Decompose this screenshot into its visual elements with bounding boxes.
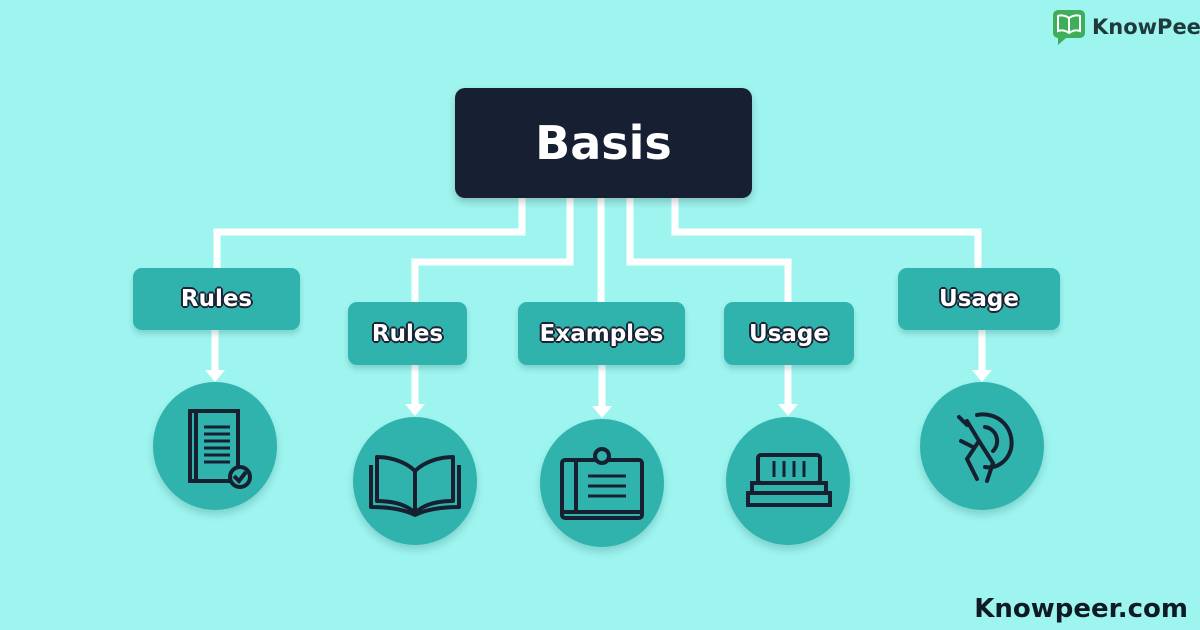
child-node-rules-2: Rules — [348, 302, 467, 365]
connector-2 — [411, 198, 574, 302]
arrowhead-5 — [972, 370, 992, 382]
icon-circle-1 — [153, 382, 277, 510]
open-book-icon — [369, 455, 461, 517]
connector-1 — [213, 198, 526, 268]
connector-4 — [626, 198, 792, 302]
clipboard-icon — [560, 447, 644, 520]
brand-name: KnowPeer — [1092, 15, 1200, 39]
arrowhead-3 — [592, 406, 612, 418]
stacked-books-icon — [746, 453, 832, 507]
icon-circle-4 — [726, 417, 850, 545]
child-node-examples: Examples — [518, 302, 685, 365]
root-node-basis: Basis — [455, 88, 752, 198]
arrowhead-1 — [205, 370, 225, 382]
site-url: Knowpeer.com — [974, 594, 1188, 624]
abstract-figure-icon — [957, 412, 1014, 483]
arrowhead-2 — [405, 404, 425, 416]
icon-circle-3 — [540, 419, 664, 547]
child-node-usage-1: Usage — [724, 302, 854, 365]
arrowhead-4 — [778, 404, 798, 416]
connector-5 — [671, 198, 982, 268]
icon-circle-5 — [920, 382, 1044, 510]
book-chat-logo-icon — [1053, 10, 1085, 45]
child-node-usage-2: Usage — [898, 268, 1060, 330]
icon-circle-2 — [353, 417, 477, 545]
child-node-rules-1: Rules — [133, 268, 300, 330]
brand-logo: KnowPeer — [1052, 8, 1200, 46]
document-check-icon — [188, 409, 252, 489]
